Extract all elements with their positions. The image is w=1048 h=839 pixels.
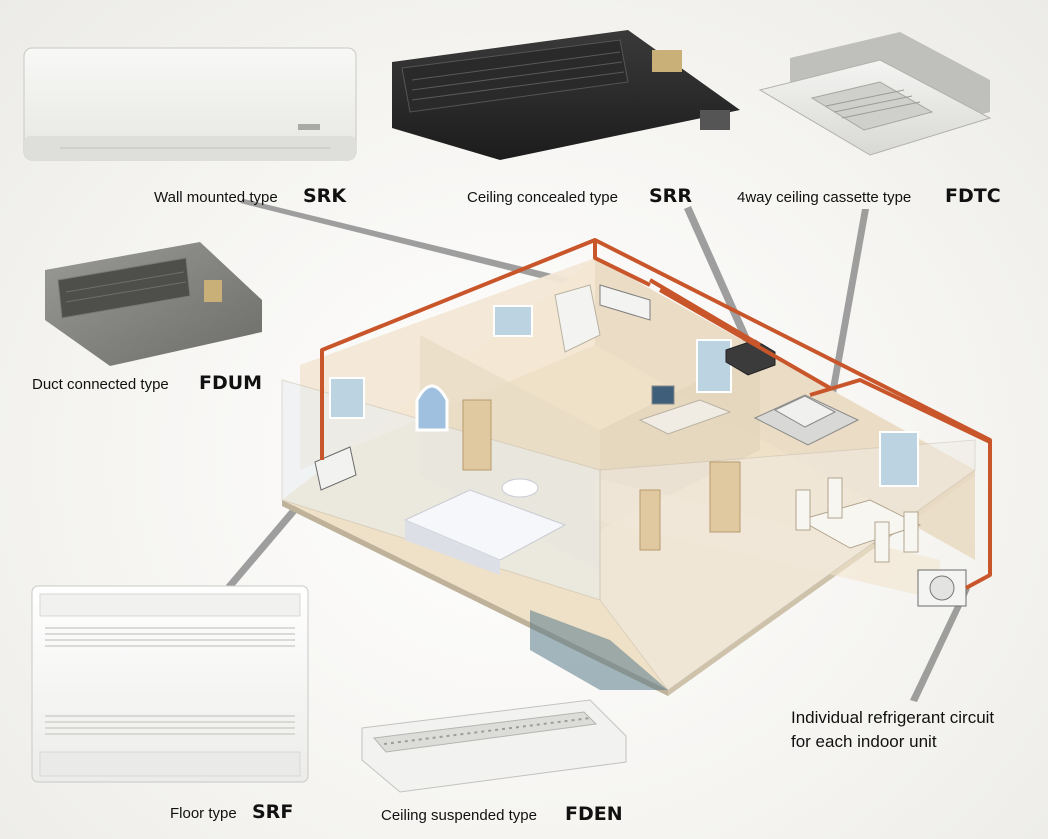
label-srk-prefix: Wall mounted type (154, 189, 278, 206)
fdtc-cassette-image (758, 32, 992, 156)
label-fdum-prefix: Duct connected type (32, 376, 169, 393)
label-srr-code: SRR (649, 185, 692, 207)
dining-table-icon (795, 477, 922, 563)
label-fdum-code: FDUM (199, 372, 262, 394)
refrigerant-pipes (320, 238, 992, 590)
srr-ceiling-concealed-image (392, 30, 740, 160)
label-srf-code: SRF (252, 801, 293, 823)
installed-srk (599, 284, 651, 321)
srf-floor-unit-image (31, 585, 309, 783)
fdum-duct-image (45, 242, 262, 366)
srk-wall-unit-image (23, 47, 357, 161)
label-fdtc-code: FDTC (945, 185, 1001, 207)
leader-fdtc (829, 209, 869, 394)
label-srr-prefix: Ceiling concealed type (467, 189, 618, 206)
label-srk-code: SRK (303, 185, 347, 207)
note-line-2: for each indoor unit (791, 732, 937, 751)
installed-srf (314, 446, 357, 491)
house-cutaway (281, 238, 992, 696)
label-fdtc-prefix: 4way ceiling cassette type (737, 189, 911, 206)
label-srf-prefix: Floor type (170, 805, 237, 822)
installed-fdtc-body (773, 395, 837, 428)
computer-desk-icon (638, 385, 732, 435)
label-fden-prefix: Ceiling suspended type (381, 807, 537, 824)
leader-srk (240, 199, 618, 296)
leader-refrigerant (910, 587, 970, 702)
label-fden-code: FDEN (565, 803, 623, 825)
bed-icon (403, 478, 567, 575)
note-line-1: Individual refrigerant circuit (791, 708, 994, 727)
window-icons (329, 305, 919, 487)
fden-ceiling-suspended-image (361, 699, 627, 793)
mirror-icon (415, 384, 449, 432)
leader-lines (226, 199, 970, 702)
